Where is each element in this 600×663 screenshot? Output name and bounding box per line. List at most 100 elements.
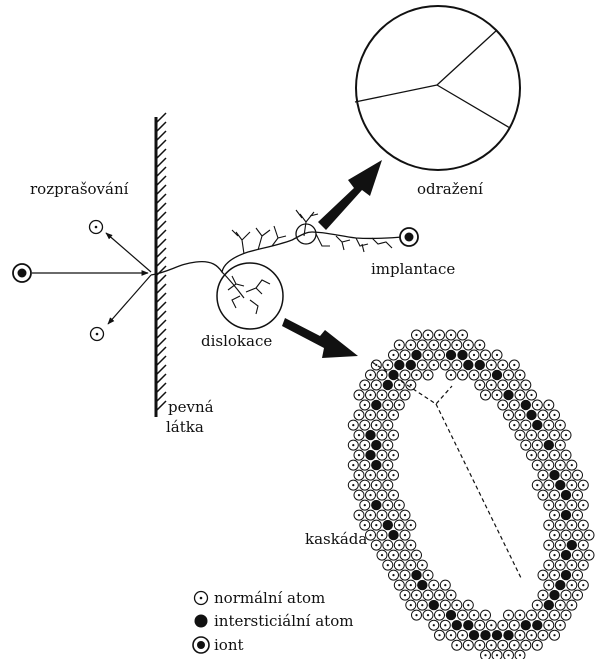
normal-atom-center bbox=[398, 504, 400, 506]
normal-atom-center bbox=[536, 604, 538, 606]
sputtered-atom-upper-icon bbox=[90, 221, 103, 234]
normal-atom-center bbox=[559, 624, 561, 626]
wall-hatch-mark bbox=[157, 401, 166, 410]
normal-atom-center bbox=[364, 464, 366, 466]
normal-atom-center bbox=[548, 424, 550, 426]
normal-atom-center bbox=[490, 644, 492, 646]
normal-atom-center bbox=[352, 424, 354, 426]
normal-atom-center bbox=[559, 424, 561, 426]
normal-atom-center bbox=[427, 594, 429, 596]
normal-atom-center bbox=[559, 564, 561, 566]
normal-atom-center bbox=[582, 544, 584, 546]
normal-atom-center bbox=[358, 494, 360, 496]
normal-atom-center bbox=[427, 614, 429, 616]
normal-atom-center bbox=[450, 634, 452, 636]
legend-interstitial-atom-label: intersticiální atom bbox=[214, 612, 353, 630]
interstitial-atom bbox=[365, 450, 375, 460]
interstitial-atom bbox=[371, 460, 381, 470]
normal-atom-center bbox=[553, 614, 555, 616]
normal-atom-center bbox=[530, 614, 532, 616]
normal-atom-center bbox=[553, 494, 555, 496]
normal-atom-center bbox=[513, 644, 515, 646]
normal-atom-center bbox=[559, 524, 561, 526]
label-sputtering: rozprašování bbox=[30, 180, 128, 198]
interstitial-atom bbox=[457, 350, 467, 360]
normal-atom-center bbox=[548, 524, 550, 526]
interstitial-atom bbox=[394, 360, 404, 370]
normal-atom-center bbox=[571, 604, 573, 606]
normal-atom-center bbox=[479, 624, 481, 626]
interstitial-atom bbox=[383, 520, 393, 530]
normal-atom-center bbox=[553, 634, 555, 636]
normal-atom-center bbox=[507, 654, 509, 656]
normal-atom-center bbox=[467, 644, 469, 646]
label-cascade: kaskáda bbox=[305, 530, 367, 548]
normal-atom-center bbox=[542, 434, 544, 436]
normal-atom-center bbox=[530, 634, 532, 636]
normal-atom-center bbox=[519, 614, 521, 616]
normal-atom-center bbox=[582, 564, 584, 566]
normal-atom-center bbox=[358, 514, 360, 516]
label-reflection: odražení bbox=[417, 180, 483, 198]
normal-atom-center bbox=[381, 414, 383, 416]
normal-atom-center bbox=[553, 574, 555, 576]
normal-atom-center bbox=[542, 454, 544, 456]
normal-atom-center bbox=[576, 554, 578, 556]
wall-hatch-mark bbox=[157, 194, 166, 203]
normal-atom-center bbox=[553, 434, 555, 436]
normal-atom-center bbox=[381, 534, 383, 536]
normal-atom-center bbox=[571, 504, 573, 506]
normal-atom-center bbox=[410, 584, 412, 586]
normal-atom-center bbox=[576, 494, 578, 496]
normal-atom-center bbox=[548, 464, 550, 466]
label-dislocation: dislokace bbox=[201, 332, 272, 350]
normal-atom-center bbox=[530, 394, 532, 396]
normal-atom-center bbox=[582, 524, 584, 526]
interstitial-atom bbox=[371, 400, 381, 410]
normal-atom-center bbox=[438, 334, 440, 336]
normal-atom-center bbox=[513, 404, 515, 406]
interstitial-atom bbox=[521, 620, 531, 630]
normal-atom-center bbox=[364, 524, 366, 526]
normal-atom-center bbox=[548, 504, 550, 506]
normal-atom-center bbox=[484, 354, 486, 356]
normal-atom-center bbox=[530, 454, 532, 456]
normal-atom-center bbox=[565, 594, 567, 596]
sputtered-atom-lower-icon bbox=[91, 328, 104, 341]
normal-atom-center bbox=[444, 364, 446, 366]
normal-atom-center bbox=[571, 584, 573, 586]
normal-atom-center bbox=[398, 544, 400, 546]
normal-atom-center bbox=[392, 514, 394, 516]
interstitial-atom bbox=[446, 350, 456, 360]
interstitial-atom bbox=[446, 610, 456, 620]
interstitial-atom bbox=[549, 470, 559, 480]
interstitial-atom bbox=[521, 400, 531, 410]
normal-atom-center bbox=[392, 554, 394, 556]
normal-atom-center bbox=[410, 384, 412, 386]
interstitial-atom bbox=[411, 570, 421, 580]
normal-atom-center bbox=[404, 354, 406, 356]
normal-atom-center bbox=[582, 504, 584, 506]
normal-atom-center bbox=[381, 434, 383, 436]
normal-atom-center bbox=[519, 434, 521, 436]
normal-atom-center bbox=[369, 494, 371, 496]
wall-hatch-mark bbox=[157, 320, 166, 329]
normal-atom-center bbox=[392, 354, 394, 356]
normal-atom-center bbox=[502, 384, 504, 386]
normal-atom-center bbox=[548, 544, 550, 546]
normal-atom-center bbox=[444, 624, 446, 626]
wall-hatch-mark bbox=[157, 122, 166, 131]
wall-hatch-mark bbox=[157, 302, 166, 311]
normal-atom-center bbox=[450, 594, 452, 596]
normal-atom-center bbox=[502, 404, 504, 406]
interstitial-atom bbox=[429, 600, 439, 610]
normal-atom-center bbox=[576, 534, 578, 536]
normal-atom-center bbox=[433, 344, 435, 346]
normal-atom-center bbox=[392, 574, 394, 576]
normal-atom-center bbox=[364, 444, 366, 446]
normal-atom-center bbox=[525, 444, 527, 446]
normal-atom-center bbox=[427, 334, 429, 336]
normal-atom-center bbox=[369, 394, 371, 396]
